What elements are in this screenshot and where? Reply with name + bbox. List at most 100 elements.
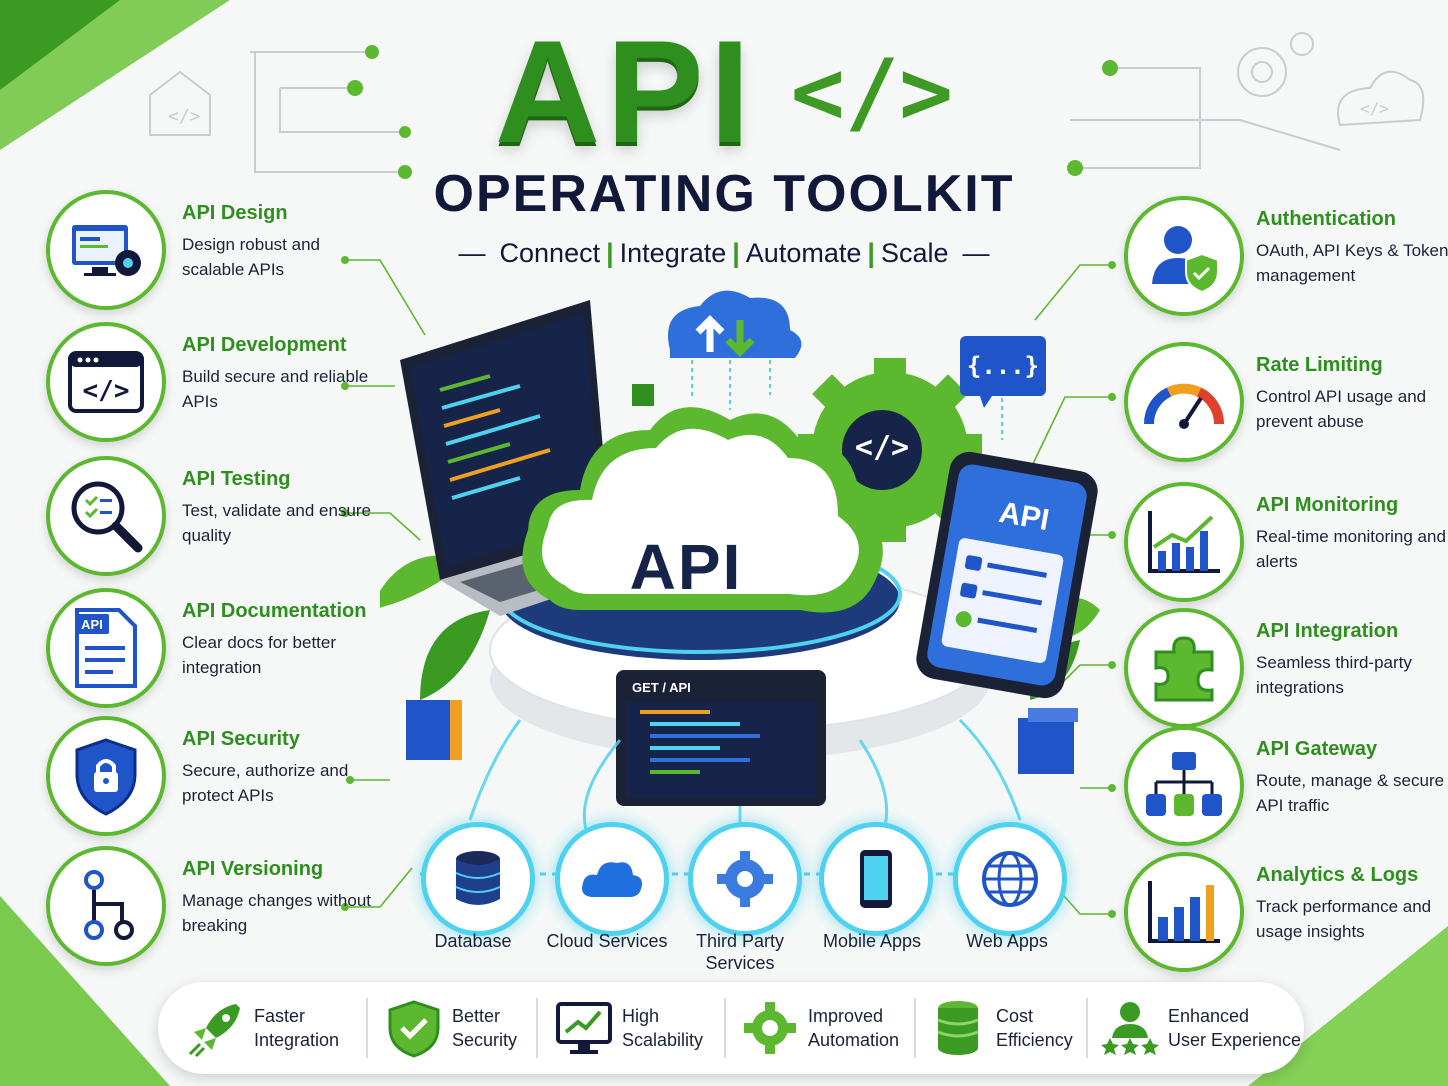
target-label: Database <box>434 931 512 951</box>
target-mobile-apps <box>819 822 933 936</box>
feature-api-documentation: API API Documentation Clear docs for bet… <box>46 588 386 708</box>
cog-recycle-icon <box>744 1002 796 1054</box>
benefit-line2: Scalability <box>622 1030 704 1050</box>
feature-title: API Testing <box>182 468 291 490</box>
feature-title: API Documentation <box>182 600 367 622</box>
target-label: Cloud Services <box>546 931 668 951</box>
target-label: Third Party Services <box>695 931 785 973</box>
feature-title: Rate Limiting <box>1256 354 1383 376</box>
code-window-icon: </> <box>68 351 144 413</box>
svg-text:</>: </> <box>83 376 130 406</box>
feature-desc: Track performance and usage insights <box>1256 897 1432 941</box>
feature-api-integration: API Integration Seamless third-party int… <box>1124 608 1448 728</box>
gear-icon <box>717 851 773 907</box>
cloud-sync-icon <box>668 290 802 410</box>
feature-title: API Development <box>182 334 347 356</box>
target-database <box>421 822 535 936</box>
tagline-item: Scale <box>880 238 949 268</box>
feature-desc: Secure, authorize and protect APIs <box>182 761 349 805</box>
svg-text:API: API <box>81 617 103 632</box>
benefit-line1: Cost <box>996 1006 1034 1026</box>
divider <box>536 998 538 1058</box>
feature-icon-circle <box>46 456 166 576</box>
api-cloud-icon <box>522 407 883 613</box>
benefit-line1: Better <box>452 1006 501 1026</box>
title: API </> <box>0 19 1448 165</box>
smartphone-icon <box>860 850 892 908</box>
feature-title: Authentication <box>1256 208 1396 230</box>
feature-icon-circle <box>1124 726 1244 846</box>
feature-api-gateway: API Gateway Route, manage & secure API t… <box>1124 726 1448 846</box>
feature-desc: Design robust and scalable APIs <box>182 235 320 279</box>
leaf-icon <box>420 610 490 700</box>
feature-desc: Clear docs for better integration <box>182 633 337 677</box>
feature-icon-circle <box>1124 852 1244 972</box>
feature-api-security: API Security Secure, authorize and prote… <box>46 716 386 836</box>
target-label: Web Apps <box>966 931 1048 951</box>
user-shield-icon <box>1152 226 1219 294</box>
feature-desc: Manage changes without breaking <box>182 891 372 935</box>
feature-icon-circle <box>46 190 166 310</box>
svg-text:</>: </> <box>1360 99 1389 118</box>
monitor-icon <box>616 670 826 806</box>
feature-title: API Gateway <box>1256 738 1378 760</box>
feature-icon-circle <box>1124 196 1244 316</box>
feature-desc: Route, manage & secure API traffic <box>1256 771 1445 815</box>
feature-title: API Security <box>182 728 300 750</box>
cloud-icon <box>582 862 642 897</box>
globe-icon <box>982 851 1038 907</box>
json-label: {...} <box>966 352 1040 380</box>
feature-title: Analytics & Logs <box>1256 864 1419 886</box>
coin-stack-icon <box>937 1001 979 1055</box>
feature-icon-circle <box>1124 608 1244 728</box>
database-icon <box>455 851 501 905</box>
feature-analytics-logs: Analytics & Logs Track performance and u… <box>1124 852 1448 972</box>
feature-title: API Versioning <box>182 858 324 880</box>
divider <box>914 998 916 1058</box>
feature-icon-circle: </> <box>46 322 166 442</box>
benefit-line1: Faster <box>254 1006 306 1026</box>
feature-api-versioning: API Versioning Manage changes without br… <box>46 846 386 966</box>
feature-authentication: Authentication OAuth, API Keys & Token m… <box>1124 196 1448 316</box>
feature-api-development: </> API Development Build secure and rel… <box>46 322 386 442</box>
target-web-apps <box>953 822 1067 936</box>
shield-check-icon <box>388 1000 440 1058</box>
cube-icon <box>406 700 462 760</box>
rocket-icon <box>188 1004 240 1058</box>
benefit-line2: Integration <box>254 1030 340 1050</box>
network-icon <box>1146 752 1222 816</box>
tagline-item: Connect <box>499 238 601 268</box>
benefit-line2: Efficiency <box>996 1030 1073 1050</box>
smartphone-icon <box>916 451 1098 699</box>
cloud-label: API <box>629 531 743 603</box>
document-icon: API <box>75 608 137 688</box>
feature-desc: Seamless third-party integrations <box>1256 653 1412 697</box>
circuit-lines: </> </> <box>149 32 1425 179</box>
benefit-line1: High <box>622 1006 660 1026</box>
shield-lock-icon <box>75 738 137 816</box>
feature-desc: Real-time monitoring and alerts <box>1256 527 1446 571</box>
feature-title: API Monitoring <box>1256 494 1399 516</box>
feature-icon-circle <box>46 846 166 966</box>
monitor-gear-icon <box>72 225 141 276</box>
cube-icon <box>632 384 654 406</box>
tagline: —Connect|Integrate|Automate|Scale— <box>458 238 990 268</box>
feature-api-monitoring: API Monitoring Real-time monitoring and … <box>1124 482 1448 602</box>
gauge-icon <box>1143 383 1225 429</box>
json-bubble-icon <box>960 336 1046 440</box>
page-subtitle: OPERATING TOOLKIT <box>433 165 1015 223</box>
benefit-line2: User Experience <box>1168 1030 1302 1050</box>
feature-title: API Integration <box>1256 620 1399 642</box>
feature-icon-circle <box>1124 342 1244 462</box>
magnifier-checklist-icon <box>71 481 143 553</box>
benefit-line1: Improved <box>808 1006 884 1026</box>
feature-icon-circle <box>46 716 166 836</box>
feature-desc: Test, validate and ensure quality <box>182 501 372 545</box>
